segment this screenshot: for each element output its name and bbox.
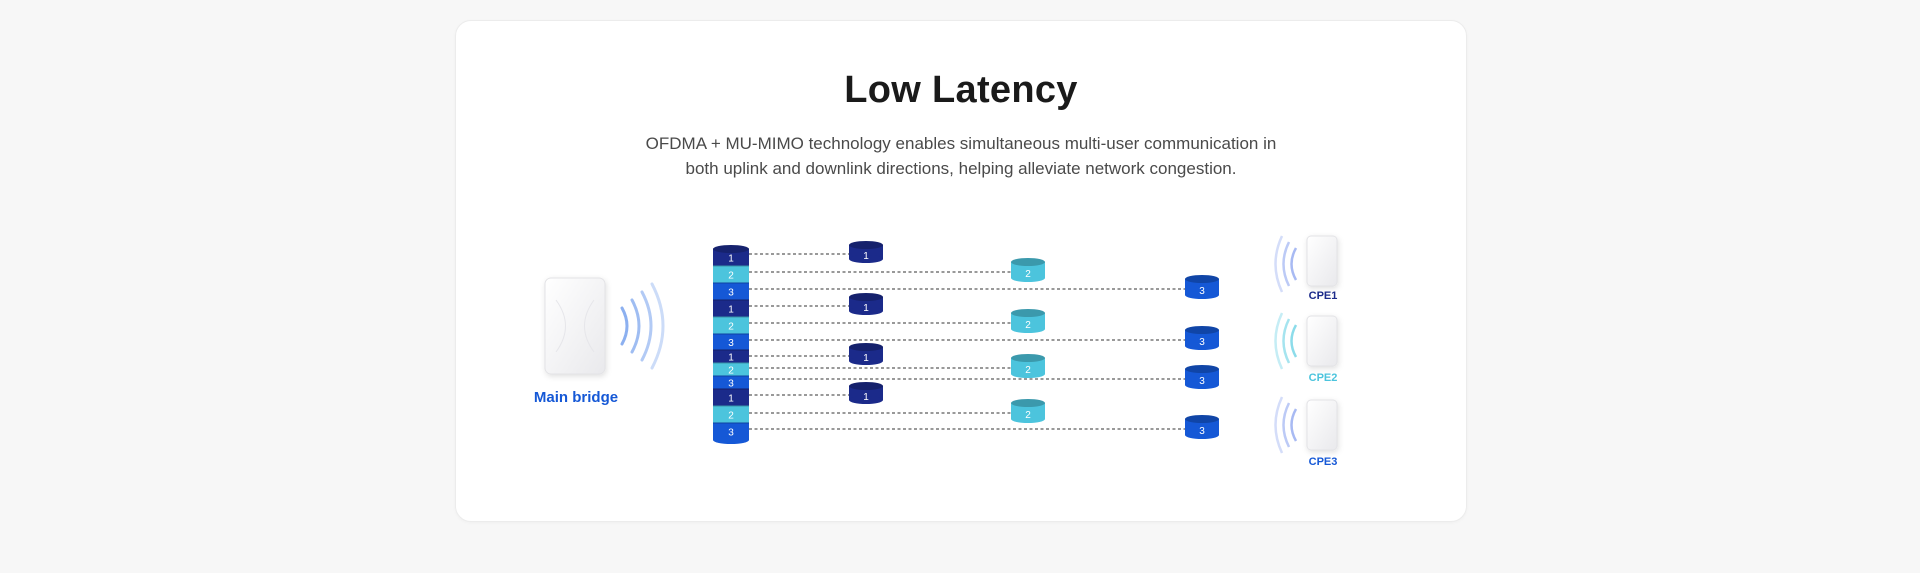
- cpe1-signal-icon: [1290, 247, 1298, 281]
- cpe1-device: CPE1: [1274, 235, 1338, 302]
- stream-cylinder-label: 1: [863, 303, 869, 314]
- stack-segment-label: 1: [728, 254, 734, 265]
- stream-cylinder: 1: [849, 382, 883, 404]
- page-subtitle: OFDMA + MU-MIMO technology enables simul…: [645, 134, 1277, 178]
- stack-cap: [713, 245, 749, 253]
- stream-cylinder-label: 2: [1025, 410, 1031, 421]
- stack-segment: 2: [713, 265, 749, 283]
- stream-cylinder: 3: [1185, 365, 1219, 389]
- stream-cylinder: 1: [849, 293, 883, 315]
- cpe3-label: CPE3: [1309, 456, 1338, 468]
- stream-cylinder-label: 2: [1025, 320, 1031, 331]
- stream-cylinder-label: 2: [1025, 365, 1031, 376]
- stack-segment: 3: [713, 282, 749, 300]
- page-title: Low Latency: [844, 69, 1078, 111]
- stack-segment-label: 2: [728, 366, 734, 377]
- stream-cylinder: 1: [849, 241, 883, 263]
- cpe3-device: CPE3: [1274, 396, 1338, 468]
- cpe1-label: CPE1: [1309, 290, 1338, 302]
- main-bridge-device: [544, 277, 606, 375]
- stack-segment: 1: [713, 299, 749, 317]
- stream-stack: 1 2 3 1 2 3 1 2 3 1 2 3: [713, 245, 749, 444]
- stream-cylinder-label: 2: [1025, 269, 1031, 280]
- stack-segment: 2: [713, 362, 749, 377]
- cpe3-signal-icon: [1290, 408, 1298, 442]
- stream-cylinder-label: 1: [863, 251, 869, 262]
- stack-segment-label: 3: [728, 428, 734, 439]
- stack-segment-label: 1: [728, 305, 734, 316]
- latency-card: Low Latency OFDMA + MU-MIMO technology e…: [455, 20, 1467, 522]
- stack-segment-label: 3: [728, 379, 734, 390]
- stream-cylinder-label: 3: [1199, 426, 1205, 437]
- stream-targets: 1 2 3 1 2 3 1 2 3 1 2 3: [849, 241, 1219, 439]
- stream-cylinder: 2: [1011, 354, 1045, 378]
- stack-segment-label: 1: [728, 353, 734, 364]
- stream-cylinder: 3: [1185, 326, 1219, 350]
- main-bridge-label: Main bridge: [534, 389, 618, 406]
- stack-segment: 2: [713, 405, 749, 423]
- stream-cylinder: 1: [849, 343, 883, 365]
- stack-segment: 3: [713, 422, 749, 440]
- stream-cylinder-label: 1: [863, 392, 869, 403]
- stack-segment-label: 3: [728, 338, 734, 349]
- stack-segment-label: 1: [728, 394, 734, 405]
- stream-cylinder: 3: [1185, 275, 1219, 299]
- stream-cylinder: 2: [1011, 309, 1045, 333]
- stream-cylinder-label: 3: [1199, 376, 1205, 387]
- stream-cylinder-label: 1: [863, 353, 869, 364]
- stack-segment: 2: [713, 316, 749, 334]
- main-bridge-signal-icon: [620, 282, 665, 370]
- cpe2-signal-icon: [1290, 324, 1298, 358]
- stack-segment-label: 2: [728, 271, 734, 282]
- cpe2-device: CPE2: [1274, 312, 1338, 384]
- stack-segment: 3: [713, 375, 749, 390]
- stack-segment: 3: [713, 333, 749, 350]
- stream-cylinder-label: 3: [1199, 286, 1205, 297]
- stack-segment-label: 2: [728, 322, 734, 333]
- stream-cylinder: 2: [1011, 399, 1045, 423]
- stack-segment-label: 2: [728, 411, 734, 422]
- stream-cylinder: 3: [1185, 415, 1219, 439]
- stack-segment-label: 3: [728, 288, 734, 299]
- stack-segment: 1: [713, 388, 749, 406]
- stack-base: [713, 436, 749, 444]
- stream-cylinder: 2: [1011, 258, 1045, 282]
- stream-cylinder-label: 3: [1199, 337, 1205, 348]
- stream-links: [749, 253, 1185, 430]
- cpe2-label: CPE2: [1309, 372, 1338, 384]
- stack-segment: 1: [713, 349, 749, 364]
